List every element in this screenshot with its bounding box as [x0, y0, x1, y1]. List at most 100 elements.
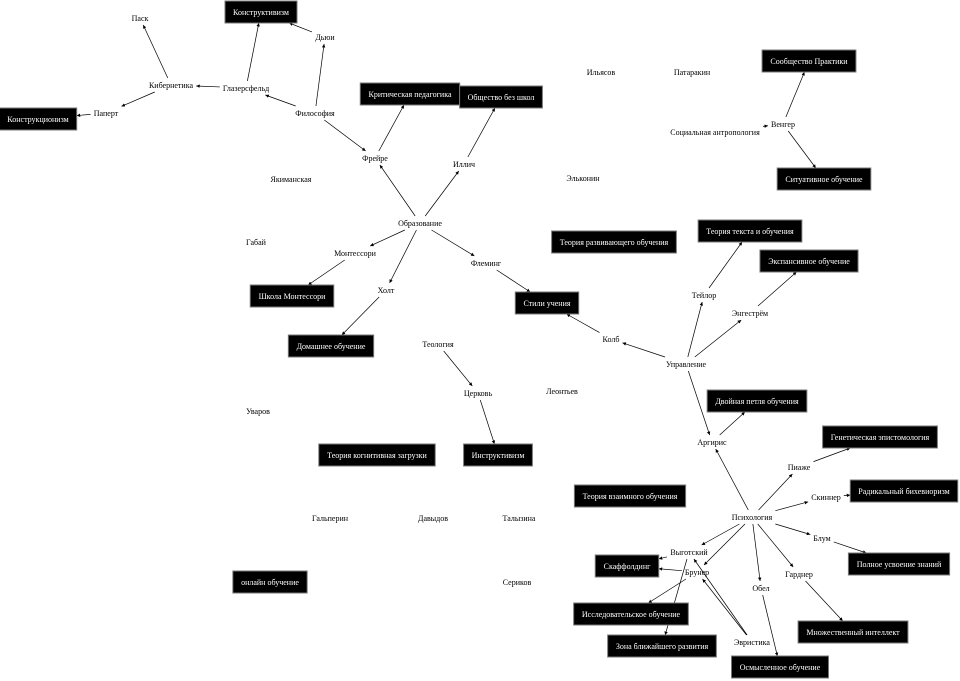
node-uvarov[interactable]: Уваров [246, 407, 270, 416]
node-patarakin[interactable]: Патаракин [674, 68, 711, 77]
node-label: Дьюи [315, 33, 335, 42]
node-label: Полное усвоение знаний [857, 560, 942, 569]
edge-education-to-holt [389, 229, 417, 284]
node-leontiev[interactable]: Леонтьев [546, 387, 578, 396]
node-gabay[interactable]: Габай [246, 238, 267, 247]
edges-layer [76, 22, 867, 657]
node-philosophy[interactable]: Философия [295, 109, 335, 118]
node-label: Конструкционизм [7, 115, 68, 124]
node-constructionism[interactable]: Конструкционизм [0, 107, 78, 131]
edge-cybernetics-to-papert [121, 91, 155, 107]
edge-bloom-to-mastery [833, 541, 867, 554]
node-instructivism[interactable]: Инструктивизм [463, 443, 533, 467]
edge-management-to-engestrom [694, 319, 742, 358]
node-glasersfeld[interactable]: Глазерсфельд [223, 84, 269, 93]
node-yakimanskaya[interactable]: Якиманская [271, 175, 312, 184]
node-pask[interactable]: Паск [132, 14, 149, 23]
node-theology[interactable]: Теология [422, 340, 454, 349]
node-montschool[interactable]: Школа Монтессори [249, 284, 335, 308]
node-talyzina[interactable]: Талызина [503, 514, 536, 523]
node-deschooling[interactable]: Общество без школ [459, 85, 543, 109]
node-ausubel[interactable]: Обел [752, 584, 769, 593]
node-reciprocal[interactable]: Теория взаимного обучения [573, 484, 687, 508]
node-church[interactable]: Церковь [464, 389, 493, 398]
node-multint[interactable]: Множественный интеллект [797, 620, 909, 644]
edge-kolb-to-styles [566, 313, 600, 333]
node-devlearning[interactable]: Теория развивающего обучения [551, 230, 677, 254]
node-inquiry[interactable]: Исследовательское обучение [573, 602, 689, 626]
node-engestrom[interactable]: Энгестрём [732, 309, 768, 318]
node-label: Блум [813, 534, 830, 543]
node-constructivism[interactable]: Конструктивизм [224, 0, 298, 24]
node-box [224, 0, 298, 24]
node-radbeh[interactable]: Радикальный бихевиоризм [849, 479, 959, 503]
node-label: Множественный интеллект [806, 628, 900, 637]
node-illich[interactable]: Иллич [453, 160, 475, 169]
node-label: Генетическая эпистомология [831, 433, 930, 442]
edge-vygotsky-to-scaffolding [658, 556, 668, 560]
node-taylor[interactable]: Тейлор [692, 291, 716, 300]
node-davydov[interactable]: Давыдов [418, 514, 448, 523]
node-label: Теология [422, 340, 454, 349]
node-label: онлайн обучение [241, 578, 299, 587]
node-kolb[interactable]: Колб [603, 335, 620, 344]
edge-education-to-freire [379, 164, 416, 217]
node-mastery[interactable]: Полное усвоение знаний [847, 552, 951, 576]
node-gardner[interactable]: Гарднер [785, 570, 813, 579]
node-holt[interactable]: Холт [378, 286, 395, 295]
node-piaget[interactable]: Пиаже [788, 463, 811, 472]
node-styles[interactable]: Стили учения [514, 291, 580, 315]
node-genepist[interactable]: Генетическая эпистомология [822, 425, 938, 449]
node-socanthro[interactable]: Социальная антропология [670, 128, 760, 137]
node-wenger[interactable]: Венгер [771, 120, 795, 129]
node-bloom[interactable]: Блум [813, 534, 830, 543]
edge-philosophy-to-freire [324, 119, 366, 152]
node-label: Скаффолдинг [604, 562, 651, 571]
node-cogload[interactable]: Теория когнитивная загрузки [318, 443, 436, 467]
node-vygotsky[interactable]: Выготский [670, 548, 708, 557]
node-psychology[interactable]: Психология [732, 513, 773, 522]
node-label: Глазерсфельд [223, 84, 269, 93]
node-label: Леонтьев [546, 387, 578, 396]
node-education[interactable]: Образование [398, 219, 442, 228]
node-critped[interactable]: Критическая педагогика [359, 82, 461, 106]
node-label: Психология [732, 513, 773, 522]
node-box [607, 634, 717, 658]
node-management[interactable]: Управление [666, 360, 707, 369]
node-montessori[interactable]: Монтессори [334, 249, 377, 258]
node-online[interactable]: онлайн обучение [232, 570, 308, 594]
edge-fleming-to-styles [496, 269, 531, 293]
node-zpd[interactable]: Зона ближайшего развития [607, 634, 717, 658]
node-textlearning[interactable]: Теория текста и обучения [697, 219, 803, 243]
node-elkonin[interactable]: Эльконин [566, 174, 600, 183]
node-label: Осмысленное обучение [740, 663, 821, 672]
node-freire[interactable]: Фрейре [362, 154, 388, 163]
node-dewey[interactable]: Дьюи [315, 33, 335, 42]
node-scaffolding[interactable]: Скаффолдинг [594, 554, 660, 578]
node-label: Эльконин [566, 174, 600, 183]
node-serikov[interactable]: Сериков [503, 578, 532, 587]
node-box [318, 443, 436, 467]
node-homeschool[interactable]: Домашнее обучение [287, 334, 375, 358]
node-cop[interactable]: Сообщество Практики [761, 49, 857, 73]
node-skinner[interactable]: Скиннер [811, 493, 841, 502]
node-meaningful[interactable]: Осмысленное обучение [731, 655, 829, 679]
node-situated[interactable]: Ситуативное обучение [776, 167, 872, 191]
node-galperin[interactable]: Гальперин [312, 514, 349, 523]
node-label: Монтессори [334, 249, 377, 258]
node-label: Конструктивизм [233, 8, 289, 17]
node-bruner[interactable]: Брунер [685, 568, 709, 577]
node-expansive[interactable]: Экспансивное обучение [759, 249, 859, 273]
node-argyris[interactable]: Аргирис [697, 438, 727, 447]
node-cybernetics[interactable]: Кибернетика [149, 81, 194, 90]
node-box [249, 284, 335, 308]
node-label: Энгестрём [732, 309, 768, 318]
node-doubleloop[interactable]: Двойная петля обучения [706, 389, 808, 413]
node-heuristics[interactable]: Эвристика [734, 638, 770, 647]
node-label: Зона ближайшего развития [616, 642, 709, 651]
node-label: Церковь [464, 389, 493, 398]
node-fleming[interactable]: Флеминг [471, 259, 502, 268]
node-papert[interactable]: Паперт [94, 109, 119, 118]
node-ilyasov[interactable]: Ильясов [587, 68, 616, 77]
edge-wenger-to-situated [787, 130, 817, 169]
